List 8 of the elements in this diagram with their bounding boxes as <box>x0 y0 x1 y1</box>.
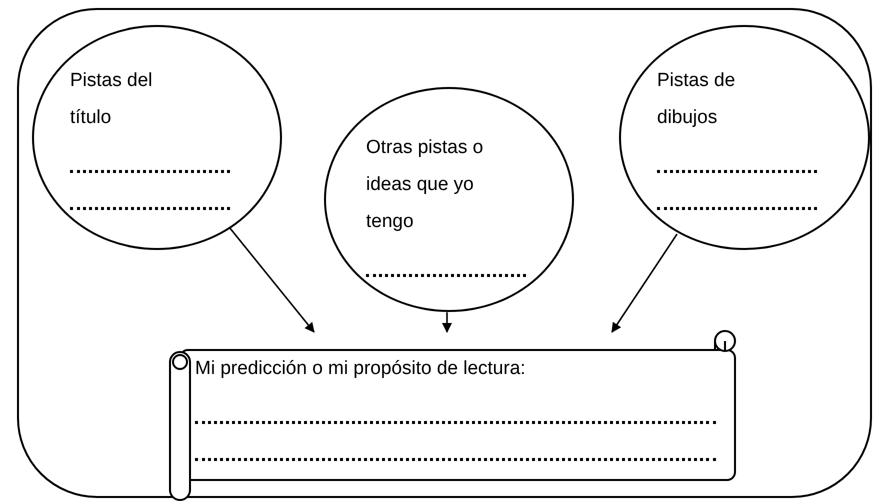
node-text: Pistas de dibujos <box>657 69 736 130</box>
node-text: Otras pistas o ideas que yo tengo <box>366 136 484 234</box>
arrow <box>611 234 678 333</box>
arrow <box>229 228 315 333</box>
node-text: Pistas del título <box>70 69 154 130</box>
rounded-frame <box>17 8 872 498</box>
arrow <box>442 312 452 333</box>
node-text: Mi predicción o mi propósito de lectura: <box>195 357 527 381</box>
